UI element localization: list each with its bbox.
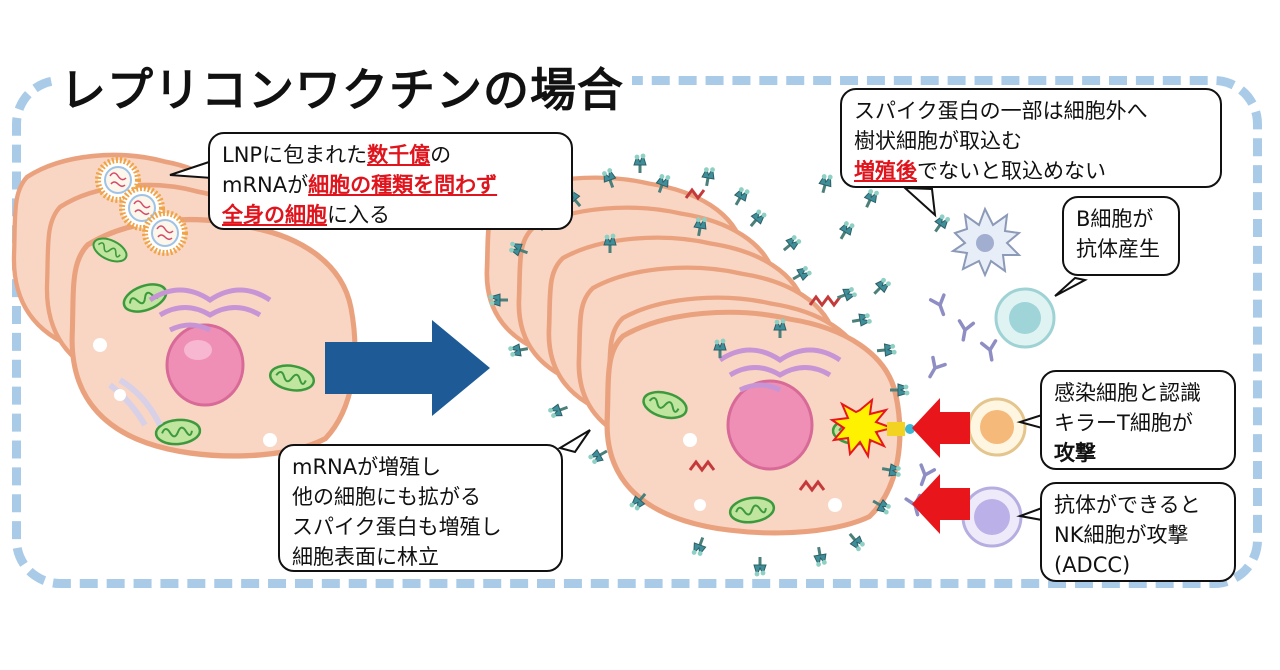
killer-attack-arrow-icon xyxy=(912,398,970,458)
spike-protein-icon xyxy=(633,153,647,174)
antibody-icon xyxy=(928,293,952,319)
spike-protein-icon xyxy=(929,211,952,236)
lnp-particle-icon xyxy=(145,213,185,253)
big-blue-arrow-icon xyxy=(325,320,490,416)
spike-protein-icon xyxy=(816,171,835,195)
spike-protein-icon xyxy=(844,529,868,554)
spike-protein-icon xyxy=(700,165,717,188)
page-title: レプリコンワクチンの場合 xyxy=(52,60,632,120)
b-cell-icon xyxy=(994,287,1056,349)
spike-export-bubble: スパイク蛋白の一部は細胞外へ 樹状細胞が取込む 増殖後でないと取込めない xyxy=(840,88,1222,188)
spike-protein-icon xyxy=(869,275,893,299)
mrna-spread-bubble: mRNAが増殖し 他の細胞にも拡がる スパイク蛋白も増殖し 細胞表面に林立 xyxy=(278,444,563,572)
antibody-icon xyxy=(922,355,947,382)
spike-protein-icon xyxy=(745,206,769,231)
antibody-icon xyxy=(979,339,1001,363)
lnp-bubble: LNPに包まれた数千億の mRNAが細胞の種類を問わず 全身の細胞に入る xyxy=(208,132,573,230)
spike-protein-icon xyxy=(876,342,898,358)
spike-protein-icon xyxy=(546,401,571,421)
spike-protein-icon xyxy=(586,445,611,467)
dashed-frame xyxy=(12,76,1262,588)
spike-protein-icon xyxy=(753,556,767,577)
spike-protein-icon xyxy=(812,545,829,568)
nk-cell-bubble: 抗体ができると NK細胞が攻撃 (ADCC) xyxy=(1040,482,1236,582)
spike-protein-icon xyxy=(835,218,857,243)
antibody-icon xyxy=(954,319,976,343)
spike-protein-icon xyxy=(850,311,873,328)
spike-protein-icon xyxy=(779,232,804,256)
left-cell-stack xyxy=(14,155,355,456)
nk-attack-arrow-icon xyxy=(912,474,970,534)
nk-cell-icon xyxy=(961,486,1023,548)
right-cell-stack xyxy=(487,178,915,533)
explosion-icon xyxy=(829,397,896,460)
b-cell-bubble: B細胞が 抗体産生 xyxy=(1062,196,1180,276)
spike-protein-icon xyxy=(860,186,881,211)
spike-protein-icon xyxy=(730,184,752,209)
killer-t-bubble: 感染細胞と認識 キラーT細胞が 攻撃 xyxy=(1040,370,1236,470)
dendritic-cell-icon xyxy=(950,206,1022,278)
spike-protein-icon xyxy=(689,534,709,559)
killer-t-cell-icon xyxy=(967,397,1027,457)
